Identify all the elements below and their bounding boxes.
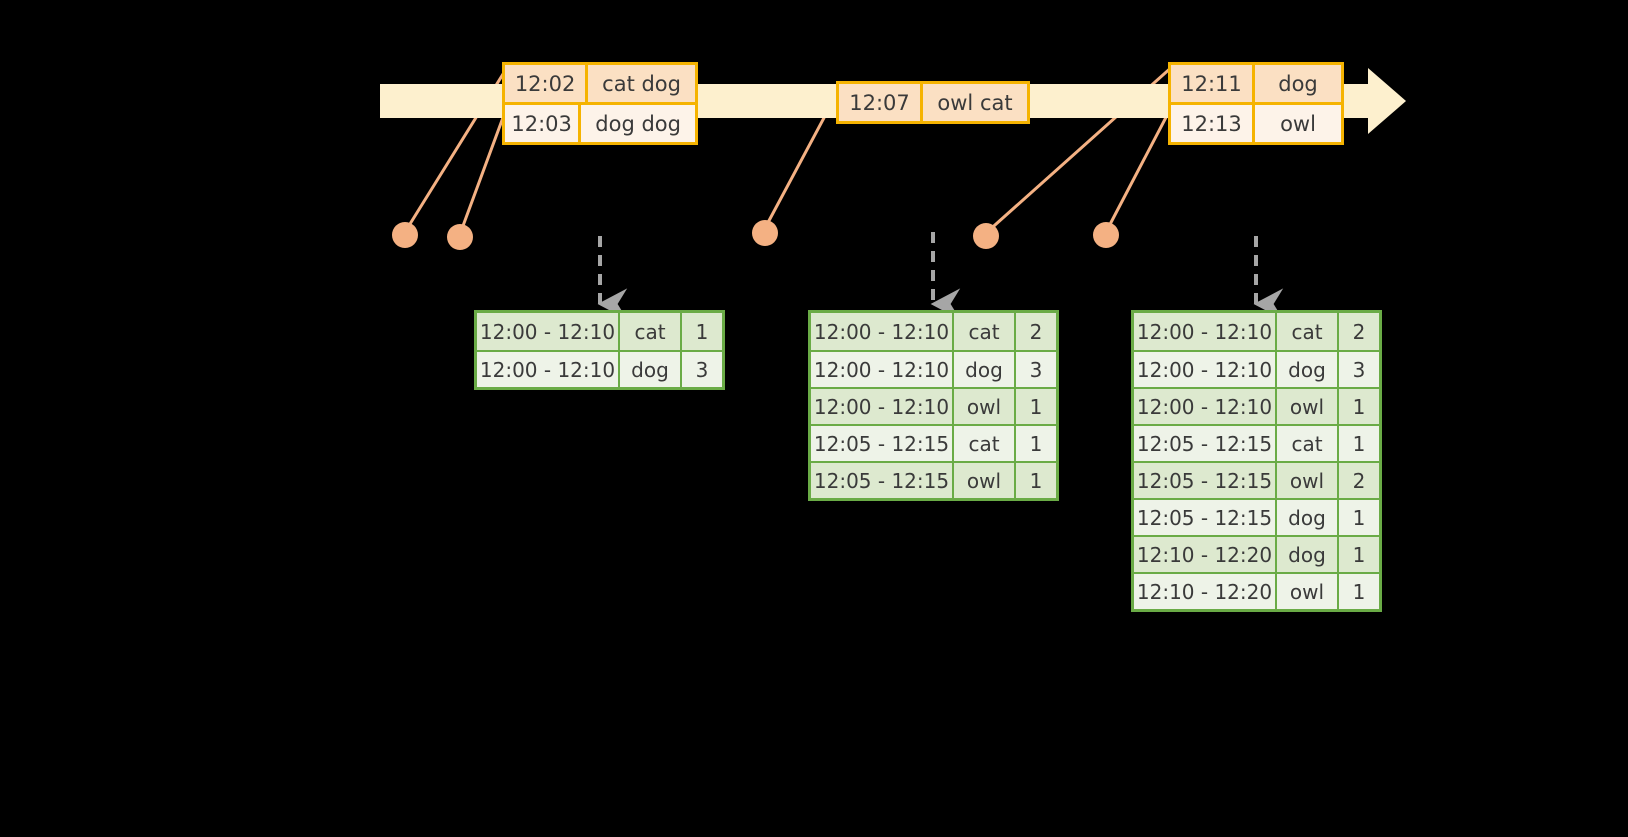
flow-arrows <box>597 232 1284 320</box>
timeline-arrowhead-icon <box>1368 68 1406 134</box>
result-window: 12:00 - 12:10 <box>1134 313 1277 350</box>
connector-line-5 <box>1104 102 1175 234</box>
result-count: 1 <box>1352 505 1366 530</box>
result-key: owl <box>1277 389 1339 424</box>
result-window: 12:00 - 12:10 <box>1134 352 1277 387</box>
result-count: 1 <box>1352 394 1366 419</box>
result-window: 12:05 - 12:15 <box>1134 500 1277 535</box>
result-window: 12:05 - 12:15 <box>1134 463 1277 498</box>
result-count: 1 <box>695 319 709 344</box>
event-payload: owl <box>1280 111 1316 136</box>
result-count: 3 <box>695 357 709 382</box>
result-key: cat <box>1277 313 1339 350</box>
event-row: 12:11 dog <box>1171 65 1341 102</box>
source-dot-1 <box>392 222 418 248</box>
result-key: dog <box>1277 500 1339 535</box>
result-window: 12:00 - 12:10 <box>1134 389 1277 424</box>
result-count: 1 <box>1029 394 1043 419</box>
result-key: owl <box>1277 574 1339 609</box>
event-row: 12:13 owl <box>1171 102 1341 142</box>
result-count: 3 <box>1029 357 1043 382</box>
event-payload: owl cat <box>937 90 1013 115</box>
result-window: 12:00 - 12:10 <box>477 313 620 350</box>
result-count: 1 <box>1029 431 1043 456</box>
result-key: dog <box>954 352 1016 387</box>
result-key: dog <box>1277 352 1339 387</box>
result-key: cat <box>954 426 1016 461</box>
event-time: 12:03 <box>505 105 582 142</box>
result-count: 2 <box>1029 319 1043 344</box>
event-payload: dog <box>1278 71 1318 96</box>
source-dot-4 <box>973 223 999 249</box>
event-time: 12:07 <box>839 84 923 121</box>
result-count: 3 <box>1352 357 1366 382</box>
result-count: 1 <box>1352 431 1366 456</box>
result-window: 12:00 - 12:10 <box>811 313 954 350</box>
event-row: 12:03 dog dog <box>505 102 695 142</box>
event-time: 12:02 <box>505 65 589 102</box>
event-time: 12:13 <box>1171 105 1255 142</box>
result-key: owl <box>1277 463 1339 498</box>
event-row: 12:02 cat dog <box>505 65 695 102</box>
connector-line-2 <box>458 102 510 236</box>
source-dot-3 <box>752 220 778 246</box>
event-row: 12:07 owl cat <box>839 84 1027 121</box>
result-count: 1 <box>1352 542 1366 567</box>
result-window: 12:05 - 12:15 <box>811 426 954 461</box>
event-payload: dog dog <box>595 111 681 136</box>
result-key: dog <box>1277 537 1339 572</box>
result-window: 12:10 - 12:20 <box>1134 537 1277 572</box>
result-count: 1 <box>1029 468 1043 493</box>
result-window: 12:00 - 12:10 <box>477 352 620 387</box>
result-key: cat <box>1277 426 1339 461</box>
result-key: owl <box>954 463 1016 498</box>
result-window: 12:00 - 12:10 <box>811 389 954 424</box>
result-count: 1 <box>1352 579 1366 604</box>
result-window: 12:10 - 12:20 <box>1134 574 1277 609</box>
event-time: 12:11 <box>1171 65 1255 102</box>
result-count: 2 <box>1352 468 1366 493</box>
event-box-1[interactable]: 12:02 cat dog 12:03 dog dog <box>502 62 698 145</box>
event-box-2[interactable]: 12:07 owl cat <box>836 81 1030 124</box>
result-key: dog <box>620 352 682 387</box>
result-window: 12:00 - 12:10 <box>811 352 954 387</box>
result-key: owl <box>954 389 1016 424</box>
source-dot-5 <box>1093 222 1119 248</box>
result-window: 12:05 - 12:15 <box>1134 426 1277 461</box>
source-dot-2 <box>447 224 473 250</box>
result-key: cat <box>620 313 682 350</box>
event-payload: cat dog <box>602 71 681 96</box>
result-key: cat <box>954 313 1016 350</box>
event-box-3[interactable]: 12:11 dog 12:13 owl <box>1168 62 1344 145</box>
result-count: 2 <box>1352 319 1366 344</box>
result-window: 12:05 - 12:15 <box>811 463 954 498</box>
